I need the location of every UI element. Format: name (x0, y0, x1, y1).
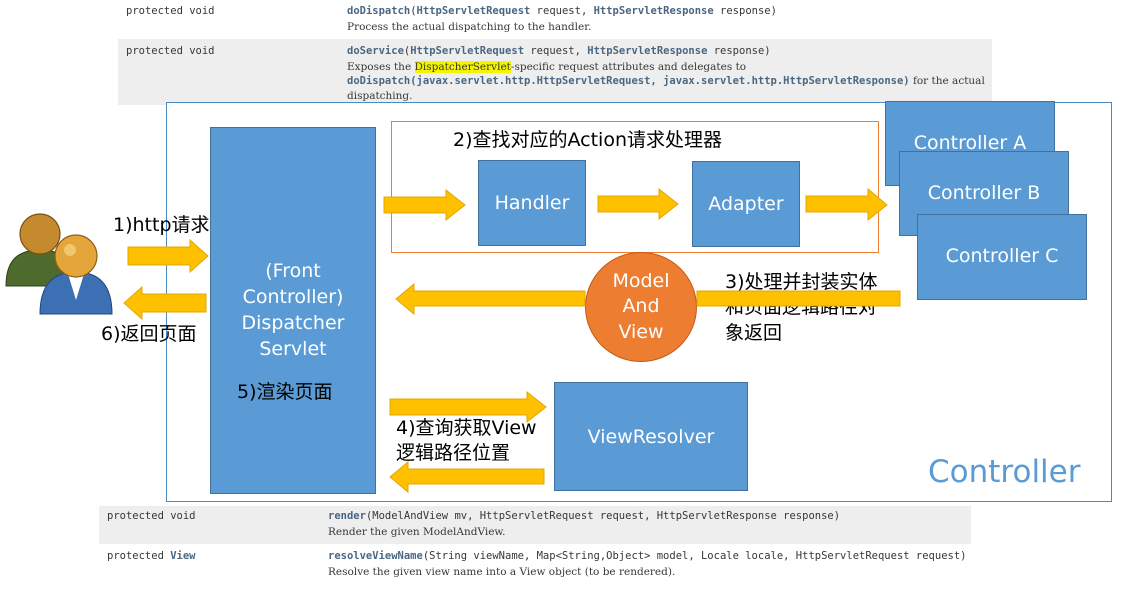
method-name-link[interactable]: doService (347, 45, 404, 57)
view-resolver-label: ViewResolver (587, 425, 715, 448)
param-name: response (713, 45, 765, 57)
method-signature: doService(HttpServletRequest request, Ht… (347, 45, 771, 57)
step4-label: 4)查询获取View 逻辑路径位置 (396, 416, 537, 467)
mav-line: And (622, 295, 660, 318)
param-type: HttpServletResponse (587, 45, 708, 57)
fc-line: Controller) (242, 286, 344, 309)
arrow-handler-adapter-icon (597, 187, 679, 221)
step3-line: 象返回 (725, 321, 783, 344)
param-name: response (720, 5, 771, 17)
doc-row-dodispatch: protected void doDispatch(HttpServletReq… (118, 0, 992, 38)
fc-line: (Front (265, 260, 321, 282)
arrow-return-icon (123, 285, 207, 321)
handler-box: Handler (478, 160, 586, 246)
method-name-link[interactable]: render (328, 510, 366, 522)
arrow-controller-mav-icon (696, 290, 901, 307)
method-description-line3: dispatching. (347, 90, 413, 102)
method-description: Render the given ModelAndView. (328, 526, 506, 538)
doc-row-doservice: protected void doService(HttpServletRequ… (118, 39, 992, 105)
method-signature: render(ModelAndView mv, HttpServletReque… (328, 510, 840, 522)
step2-label: 2)查找对应的Action请求处理器 (453, 129, 723, 151)
step4-line: 4)查询获取View (396, 417, 537, 439)
step1-label: 1)http请求 (113, 214, 210, 236)
handler-label: Handler (494, 192, 570, 214)
step4-line: 逻辑路径位置 (396, 442, 511, 465)
model-and-view-circle: Model And View (585, 252, 697, 362)
method-signature: doDispatch(HttpServletRequest request, H… (347, 5, 777, 17)
front-controller-box: (Front Controller) Dispatcher Servlet (210, 127, 376, 494)
step6-label: 6)返回页面 (101, 323, 197, 345)
arrow-adapter-controller-icon (805, 187, 888, 222)
frame-label: Controller (928, 454, 1081, 490)
highlighted-term: DispatcherServlet (414, 61, 511, 73)
method-description: Exposes the DispatcherServlet-specific r… (347, 61, 747, 73)
param-type: HttpServletRequest (410, 45, 525, 57)
arrow-viewresolver-fc-icon (389, 460, 545, 494)
controller-label: Controller B (927, 182, 1041, 204)
view-type-link[interactable]: View (170, 550, 196, 562)
param-type: HttpServletRequest (416, 5, 531, 17)
modifier: protected void (107, 510, 196, 522)
users-icon (5, 213, 113, 315)
method-signature: resolveViewName(String viewName, Map<Str… (328, 550, 966, 562)
controller-label: Controller A (913, 132, 1027, 154)
view-resolver-box: ViewResolver (554, 382, 748, 491)
fc-line: Dispatcher (241, 312, 345, 335)
arrow-request-icon (127, 238, 209, 274)
method-name-link[interactable]: resolveViewName (328, 550, 423, 562)
dodispatch-link[interactable]: doDispatch(javax.servlet.http.HttpServle… (347, 75, 910, 87)
adapter-box: Adapter (692, 161, 800, 247)
fc-line: Servlet (259, 338, 327, 361)
adapter-label: Adapter (708, 193, 784, 215)
method-name-link[interactable]: doDispatch (347, 5, 411, 17)
doc-row-resolveviewname: protected View resolveViewName(String vi… (99, 545, 971, 585)
controller-label: Controller C (945, 245, 1059, 267)
modifier: protected View (107, 550, 196, 562)
doc-row-render: protected void render(ModelAndView mv, H… (99, 506, 971, 544)
params: (String viewName, Map<String,Object> mod… (422, 550, 967, 562)
arrow-fc-handler-icon (383, 188, 466, 222)
param-name: request (536, 5, 581, 17)
render-label: 5)渲染页面 (237, 381, 333, 403)
arrow-mav-fc-icon (395, 282, 586, 316)
modifier: protected void (126, 45, 215, 57)
method-description: Process the actual dispatching to the ha… (347, 21, 592, 33)
method-description-line2: doDispatch(javax.servlet.http.HttpServle… (347, 75, 985, 87)
mav-line: View (618, 320, 664, 343)
method-description: Resolve the given view name into a View … (328, 566, 676, 578)
mav-line: Model (612, 269, 670, 292)
arrow-fc-viewresolver-icon (389, 390, 547, 424)
controller-c-box: Controller C (917, 214, 1087, 300)
param-name: request (530, 45, 575, 57)
modifier: protected void (126, 5, 215, 17)
params: (ModelAndView mv, HttpServletRequest req… (365, 510, 841, 522)
param-type: HttpServletResponse (593, 5, 714, 17)
step3-line: 3)处理并封装实体 (725, 271, 878, 293)
